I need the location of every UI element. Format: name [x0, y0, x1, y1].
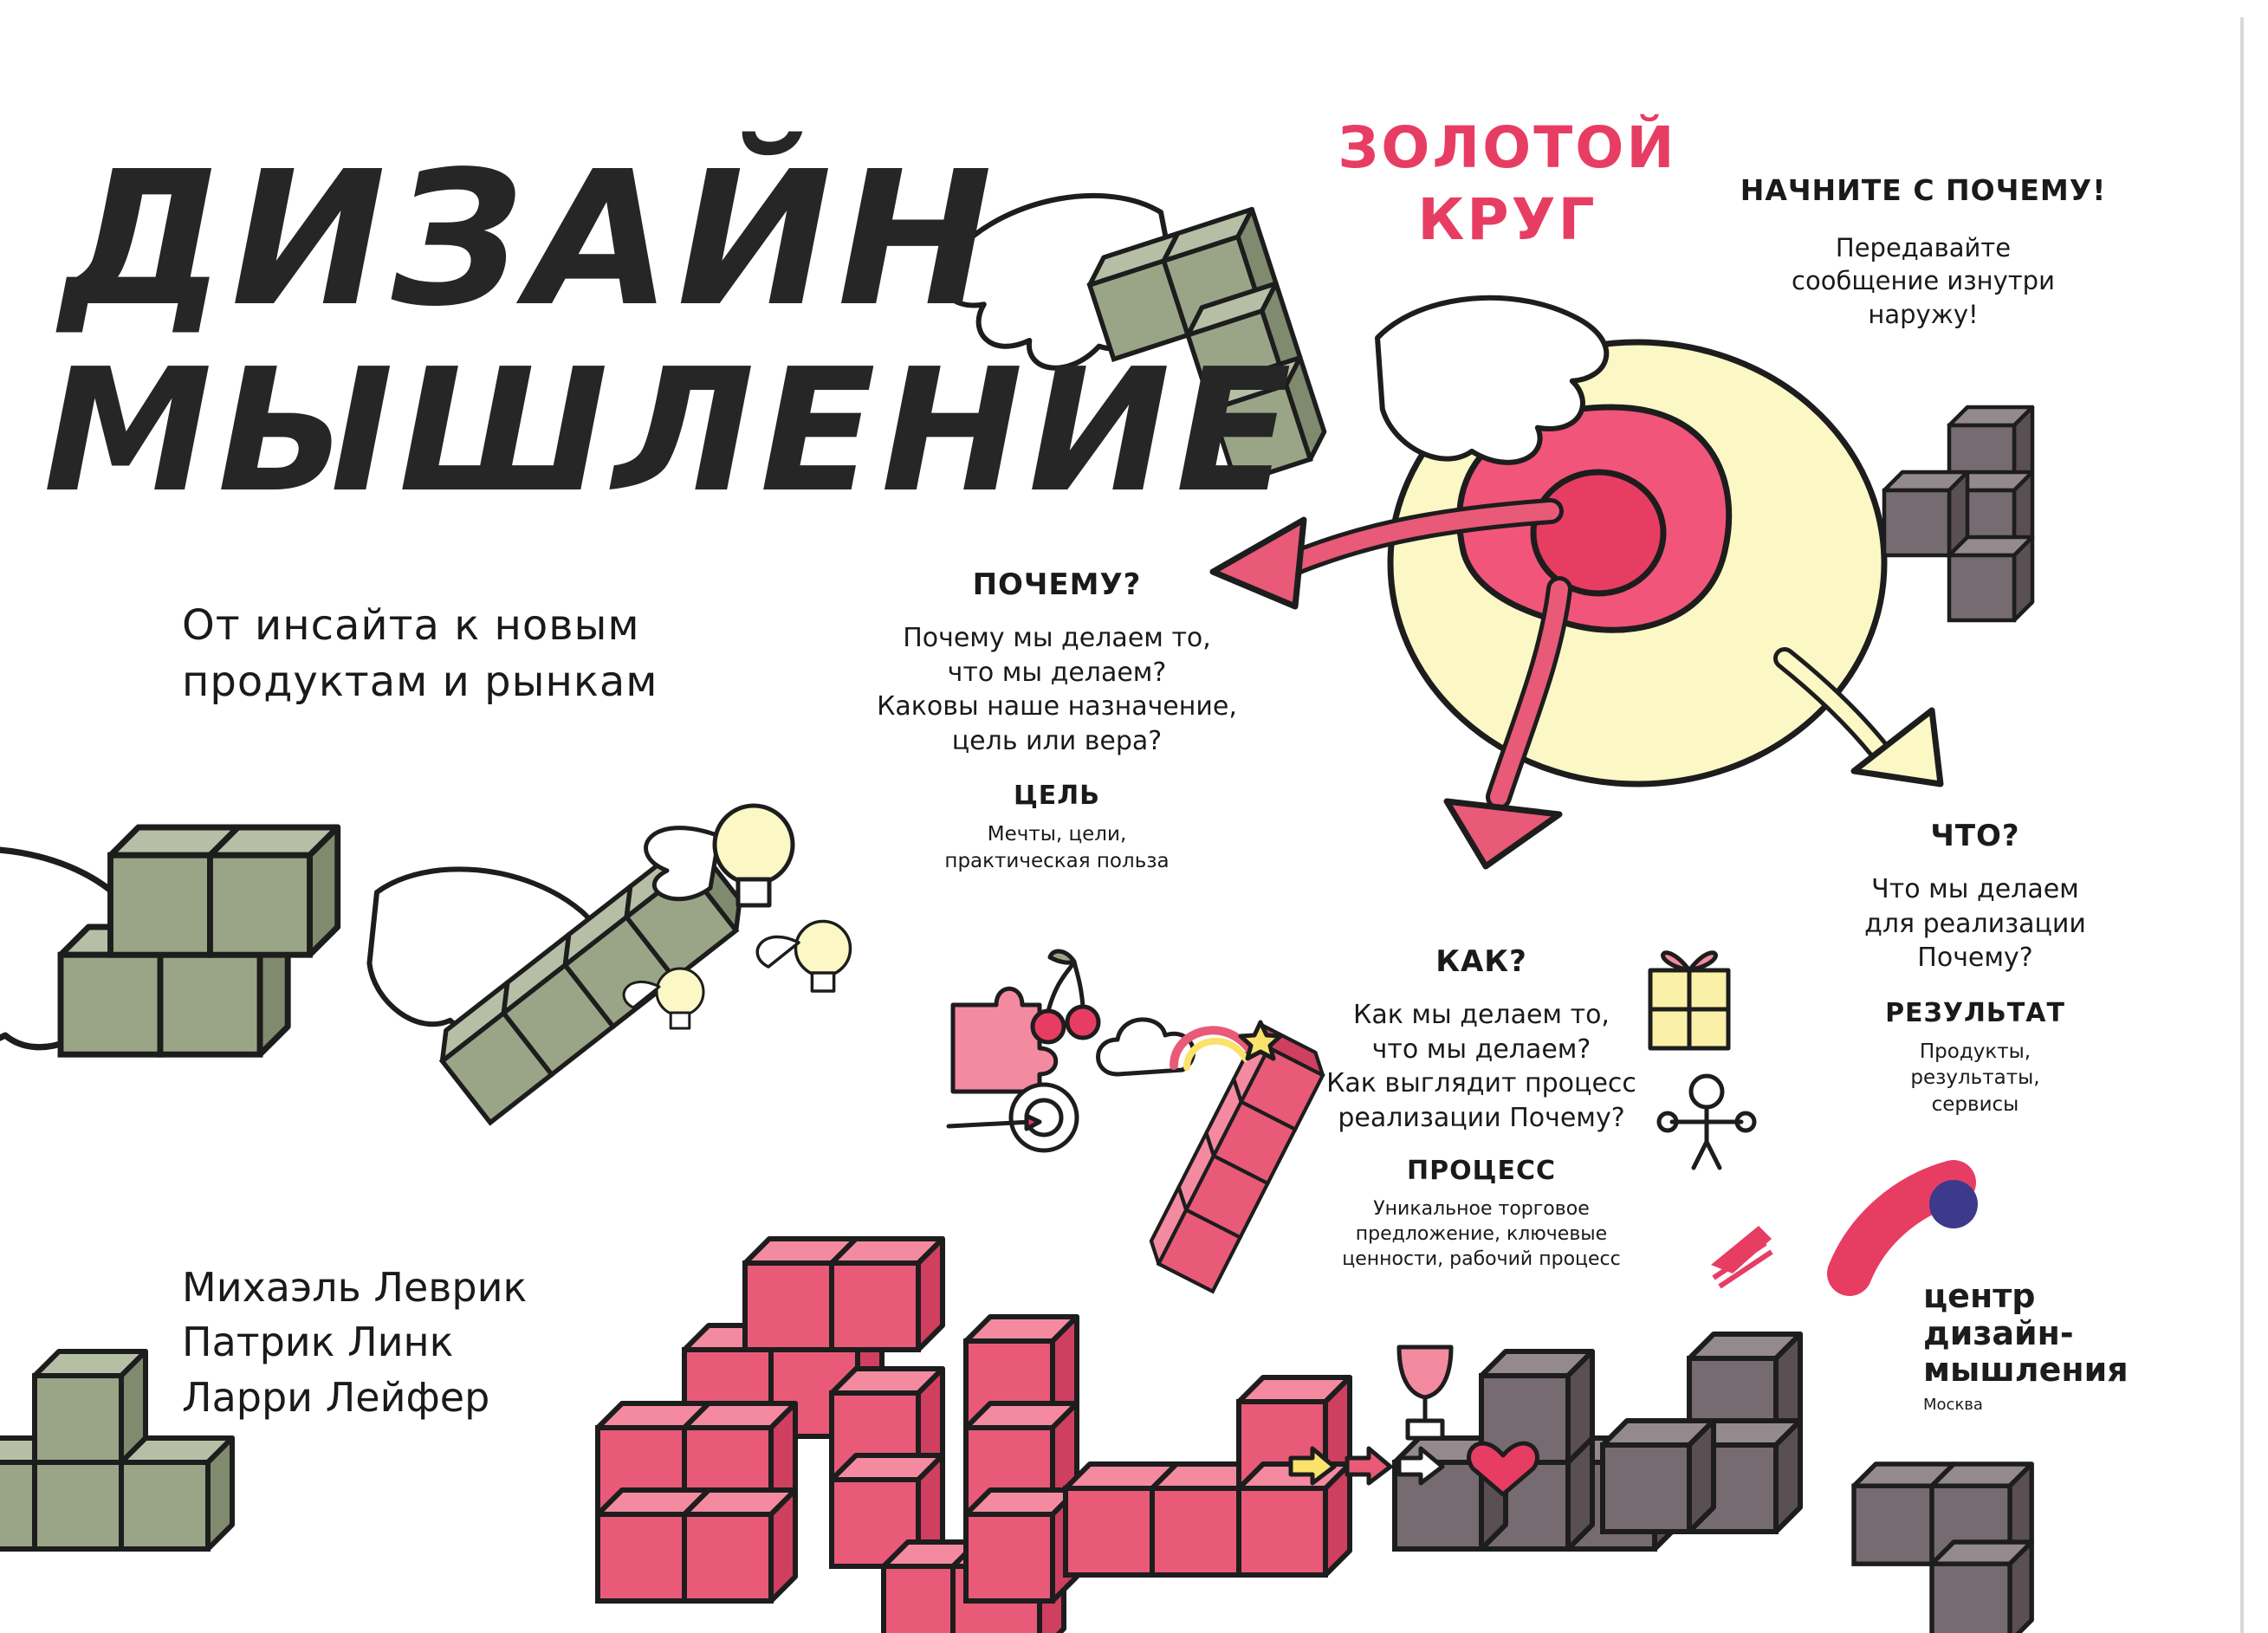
- what-line: Почему?: [1917, 943, 2033, 974]
- what-sub-line: результаты,: [1910, 1066, 2040, 1090]
- what-heading: ЧТО?: [1930, 819, 2020, 853]
- how-line: реализации Почему?: [1338, 1102, 1625, 1133]
- why-block: ПОЧЕМУ? Почему мы делаем то, что мы дела…: [866, 567, 1247, 874]
- how-sub-line: ценности, рабочий процесс: [1342, 1248, 1621, 1271]
- what-sub-line: сервисы: [1931, 1092, 2019, 1116]
- why-sub-heading: ЦЕЛЬ: [1013, 781, 1101, 812]
- subtitle-line-2: продуктам и рынкам: [182, 658, 658, 706]
- how-sub-heading: ПРОЦЕСС: [1407, 1156, 1556, 1187]
- why-line: Почему мы делаем то,: [903, 623, 1211, 653]
- how-line: что мы делаем?: [1371, 1034, 1591, 1065]
- what-block: ЧТО? Что мы делаем для реализации Почему…: [1811, 819, 2140, 1118]
- doodles: [622, 803, 1757, 1497]
- start-with-why-line: сообщение изнутри: [1792, 266, 2055, 296]
- what-sub-heading: РЕЗУЛЬТАТ: [1885, 997, 2065, 1028]
- how-line: Как выглядит процесс: [1326, 1068, 1636, 1099]
- subtitle-line-1: От инсайта к новым: [182, 601, 640, 650]
- how-sub-line: предложение, ключевые: [1355, 1223, 1608, 1246]
- publisher-name-line: мышления: [1923, 1351, 2129, 1390]
- why-line: Каковы наше назначение,: [877, 691, 1237, 723]
- title-line-1: ДИЗАЙН: [61, 132, 998, 347]
- golden-circle-heading-line-2: КРУГ: [1417, 185, 1597, 253]
- what-line: Что мы делаем: [1871, 874, 2079, 904]
- pink-blocks: [598, 1025, 1350, 1633]
- start-with-why-block: НАЧНИТЕ С ПОЧЕМУ! Передавайте сообщение …: [1733, 173, 2114, 331]
- what-line: для реализации: [1864, 908, 2086, 939]
- author-2: Патрик Линк: [182, 1319, 454, 1365]
- start-with-why-line: Передавайте: [1835, 233, 2012, 262]
- title-line-2: МЫШЛЕНИЕ: [43, 333, 1297, 530]
- why-line: цель или вера?: [951, 725, 1163, 756]
- golden-circle-heading: ЗОЛОТОЙ КРУГ: [1325, 113, 1689, 256]
- start-with-why-line: наружу!: [1868, 299, 1979, 329]
- author-1: Михаэль Леврик: [182, 1264, 528, 1311]
- publisher-name-line: дизайн-: [1923, 1313, 2074, 1352]
- publisher-block: центр дизайн- мышления Москва: [1923, 1278, 2183, 1414]
- start-with-why-heading: НАЧНИТЕ С ПОЧЕМУ!: [1740, 173, 2107, 207]
- why-heading: ПОЧЕМУ?: [972, 567, 1142, 602]
- why-sub-line: Мечты, цели,: [987, 823, 1127, 846]
- what-sub-line: Продукты,: [1919, 1040, 2031, 1063]
- how-block: КАК? Как мы делаем то, что мы делаем? Ка…: [1299, 944, 1663, 1272]
- how-sub-line: Уникальное торговое: [1373, 1198, 1590, 1221]
- publisher-name-line: центр: [1923, 1277, 2036, 1315]
- why-line: что мы делаем?: [947, 657, 1167, 688]
- golden-circle-heading-line-1: ЗОЛОТОЙ: [1338, 114, 1677, 181]
- golden-circle-diagram: [1209, 339, 1944, 870]
- how-line: Как мы делаем то,: [1353, 1000, 1610, 1030]
- publisher-logo-mark: [1711, 1160, 1978, 1296]
- why-sub-line: практическая польза: [944, 849, 1170, 872]
- how-heading: КАК?: [1435, 944, 1527, 979]
- author-3: Ларри Лейфер: [182, 1374, 490, 1421]
- publisher-city: Москва: [1923, 1395, 1983, 1414]
